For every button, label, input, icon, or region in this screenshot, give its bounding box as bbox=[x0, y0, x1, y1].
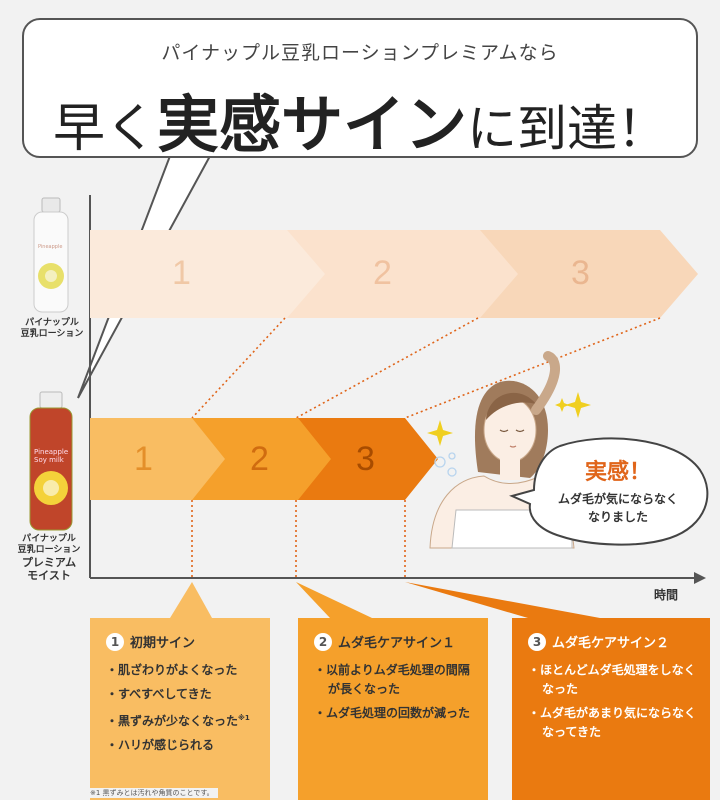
top-step-3: 3 bbox=[571, 254, 590, 292]
top-chevron-1 bbox=[90, 230, 325, 318]
top-product-label: パイナップル 豆乳ローション bbox=[18, 318, 86, 340]
bottom-product-label-line-4: モイスト bbox=[27, 569, 71, 582]
bottom-chevron-3 bbox=[296, 418, 438, 500]
info-box-2-title-text: ムダ毛ケアサイン１ bbox=[338, 636, 456, 651]
top-product-label-line-2: 豆乳ローション bbox=[20, 329, 84, 339]
speech-line-2: なりました bbox=[587, 510, 648, 524]
info-box-3-title: 3 ムダ毛ケアサイン２ bbox=[528, 632, 698, 651]
headline-main: 早く実感サインに到達！ bbox=[24, 74, 696, 164]
headline-part-3: に到達！ bbox=[467, 100, 668, 158]
speech-content: 実感！ ムダ毛が気にならなく なりました bbox=[528, 440, 708, 540]
top-step-2: 2 bbox=[373, 254, 392, 292]
sparkle-icons bbox=[427, 392, 591, 446]
list-item-text: 以前よりムダ毛処理の間隔が長くなった bbox=[326, 663, 470, 696]
headline-subtitle: パイナップル豆乳ローションプレミアムなら bbox=[161, 42, 559, 64]
lotion-bottle-icon bbox=[33, 197, 69, 313]
headline-bubble: パイナップル豆乳ローションプレミアムなら 早く実感サインに到達！ bbox=[22, 18, 698, 161]
speech-body: ムダ毛が気にならなく なりました bbox=[538, 490, 698, 526]
premium-bottle-print: Pineapple Soy milk bbox=[34, 448, 70, 464]
info-box-3: 3 ムダ毛ケアサイン２ ・ほとんどムダ毛処理をしなくなった ・ムダ毛があまり気に… bbox=[512, 618, 710, 800]
speech-title: 実感！ bbox=[584, 460, 651, 485]
bottle-print-line-1: Pineapple bbox=[38, 244, 63, 250]
list-item-text: ムダ毛処理の回数が減った bbox=[326, 706, 471, 720]
list-item-text: ほとんどムダ毛処理をしなくなった bbox=[540, 663, 696, 696]
bottom-step-1: 1 bbox=[134, 440, 153, 478]
bottom-chevron-1 bbox=[90, 418, 225, 500]
top-chevron-3 bbox=[478, 230, 698, 318]
list-item-text: ハリが感じられる bbox=[118, 738, 215, 752]
bottom-product-label-line-2: 豆乳ローション bbox=[17, 545, 81, 555]
bubble-dots bbox=[434, 452, 457, 477]
info-box-1-title: 1 初期サイン bbox=[106, 632, 258, 651]
list-item-text: すべすべしてきた bbox=[118, 687, 212, 701]
list-item: ・ムダ毛処理の回数が減った bbox=[314, 706, 471, 720]
bottom-step-3: 3 bbox=[356, 440, 375, 478]
list-item: ・ほとんどムダ毛処理をしなくなった bbox=[528, 663, 696, 696]
list-item-text: 黒ずみが少なくなった bbox=[118, 714, 239, 728]
info-box-3-title-text: ムダ毛ケアサイン２ bbox=[552, 636, 670, 651]
bottom-product-label-line-3: プレミアム bbox=[21, 556, 77, 569]
speech-bubble bbox=[509, 437, 709, 546]
pointer-3 bbox=[405, 582, 600, 618]
bottom-step-2: 2 bbox=[250, 440, 269, 478]
list-item: ・ハリが感じられる bbox=[106, 738, 215, 752]
list-item: ・肌ざわりがよくなった bbox=[106, 663, 238, 677]
info-box-2: 2 ムダ毛ケアサイン１ ・以前よりムダ毛処理の間隔が長くなった ・ムダ毛処理の回… bbox=[298, 618, 488, 800]
list-item-text: 肌ざわりがよくなった bbox=[118, 663, 238, 677]
info-box-3-number: 3 bbox=[528, 632, 546, 651]
headline-part-2: 実感サイン bbox=[157, 88, 468, 161]
premium-bottle-icon bbox=[29, 391, 73, 531]
info-box-2-number: 2 bbox=[314, 632, 332, 651]
list-item: ・ムダ毛があまり気にならなくなってきた bbox=[528, 706, 697, 739]
premium-bottle-print-line-2: Soy milk bbox=[34, 456, 64, 464]
top-chevron-2 bbox=[285, 230, 518, 318]
speech-line-1: ムダ毛が気にならなく bbox=[557, 492, 678, 506]
list-item: ・黒ずみが少なくなった※1 bbox=[106, 714, 250, 728]
info-box-1: 1 初期サイン ・肌ざわりがよくなった ・すべすべしてきた ・黒ずみが少なくなっ… bbox=[90, 618, 270, 800]
bottom-product-label-line-1: パイナップル bbox=[22, 534, 76, 544]
bottom-product-label: パイナップル 豆乳ローション プレミアム モイスト bbox=[10, 534, 88, 582]
x-axis-arrow bbox=[694, 572, 706, 584]
list-item: ・すべすべしてきた bbox=[106, 687, 212, 701]
info-box-1-number: 1 bbox=[106, 632, 124, 651]
pointer-2 bbox=[296, 582, 372, 618]
list-item: ・以前よりムダ毛処理の間隔が長くなった bbox=[314, 663, 470, 696]
headline-part-1: 早く bbox=[52, 99, 157, 159]
footnote-mark: ※1 bbox=[238, 714, 250, 722]
bottom-chevron-2 bbox=[190, 418, 331, 500]
x-axis-label: 時間 bbox=[654, 588, 679, 602]
woman-illustration bbox=[429, 351, 575, 549]
footnote: ※1 黒ずみとは汚れや角質のことです。 bbox=[86, 788, 218, 798]
top-product-label-line-1: パイナップル bbox=[25, 318, 79, 328]
bottle-print: Pineapple bbox=[38, 244, 66, 250]
top-step-1: 1 bbox=[172, 254, 191, 292]
info-box-1-title-text: 初期サイン bbox=[130, 636, 196, 651]
premium-bottle-print-line-1: Pineapple bbox=[34, 448, 69, 456]
info-box-2-title: 2 ムダ毛ケアサイン１ bbox=[314, 632, 476, 651]
list-item-text: ムダ毛があまり気にならなくなってきた bbox=[540, 706, 697, 739]
dotted-connectors bbox=[191, 317, 661, 578]
pointer-1 bbox=[170, 582, 212, 618]
